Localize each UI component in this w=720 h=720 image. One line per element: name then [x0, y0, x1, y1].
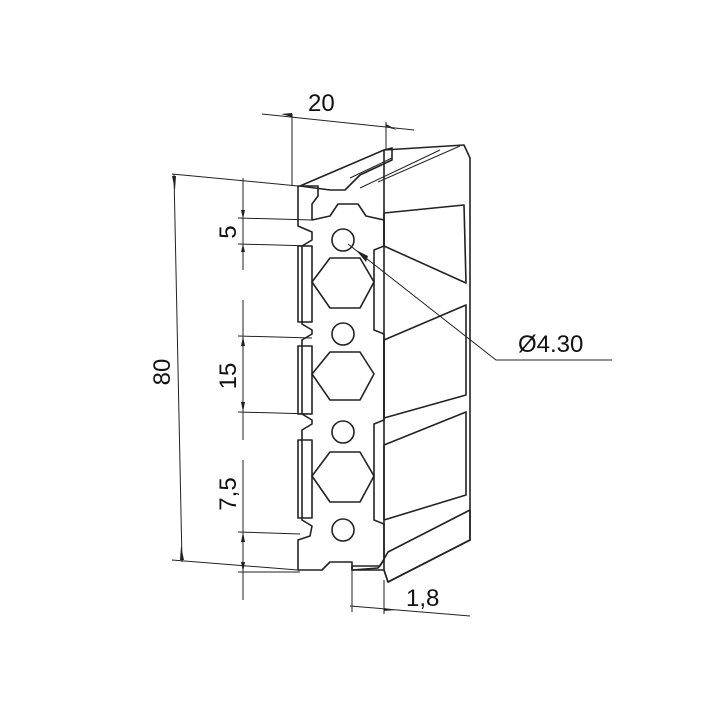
bottom-lip — [351, 509, 471, 583]
offset-arrows — [241, 532, 245, 572]
bore-label: Ø4.30 — [518, 331, 583, 358]
top-lip-groove — [349, 145, 461, 189]
cavity-2 — [311, 351, 375, 401]
end-face-slot-left-1 — [297, 245, 313, 323]
width-arrows — [281, 113, 397, 130]
cavity-1 — [311, 257, 375, 309]
slot-dim-lines — [237, 178, 313, 270]
bore-leader-line — [347, 243, 612, 361]
bore-3 — [331, 420, 355, 444]
dimension-labels: 20 80 5 15 7,5 1,8 Ø4.30 — [149, 90, 583, 612]
side-slot-2 — [383, 304, 467, 419]
height-extension-lines — [171, 173, 299, 571]
bore-2 — [331, 322, 355, 346]
offset-label: 7,5 — [215, 477, 242, 510]
bore-leader-arrow — [356, 250, 368, 262]
end-face-slot-left-2 — [297, 345, 313, 415]
dimension-lines — [171, 113, 612, 617]
bore-4 — [331, 518, 355, 542]
wall-label: 1,8 — [406, 585, 439, 612]
end-face-slot-left-3 — [297, 439, 313, 519]
pitch-dim-lines — [237, 300, 313, 440]
wall-arrow — [384, 608, 396, 611]
extrusion-body — [299, 144, 471, 583]
offset-dim-lines — [237, 460, 301, 600]
side-slot-1 — [383, 204, 467, 284]
top-lip — [299, 147, 393, 191]
end-face — [297, 185, 385, 571]
cavity-3 — [311, 451, 375, 503]
end-face-outline — [297, 185, 385, 571]
side-slot-3 — [383, 411, 467, 521]
slot-arrows — [241, 210, 245, 252]
height-dim-line — [173, 173, 183, 563]
slot-opening-label: 5 — [215, 225, 242, 238]
pitch-label: 15 — [215, 363, 242, 390]
width-extension-lines — [291, 114, 387, 186]
bore-1 — [331, 228, 355, 252]
width-label: 20 — [308, 90, 335, 117]
height-label: 80 — [149, 359, 176, 386]
